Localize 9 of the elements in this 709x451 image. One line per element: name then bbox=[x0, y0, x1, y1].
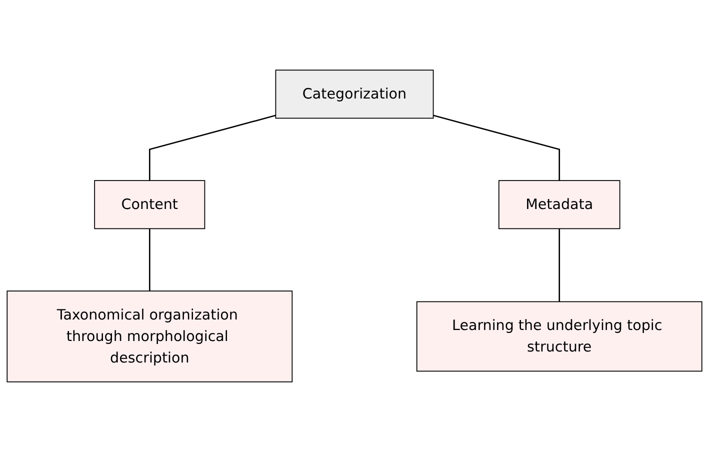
node-box: Taxonomical organization through morphological description bbox=[6, 290, 293, 382]
node-box: Metadata bbox=[498, 180, 620, 229]
connector bbox=[558, 228, 560, 302]
node-box: Categorization bbox=[275, 69, 434, 118]
connector bbox=[433, 114, 560, 180]
node-box: Content bbox=[94, 180, 206, 229]
connector bbox=[148, 228, 150, 290]
node-box: Learning the underlying topic structure bbox=[416, 300, 702, 372]
connector bbox=[148, 114, 276, 180]
